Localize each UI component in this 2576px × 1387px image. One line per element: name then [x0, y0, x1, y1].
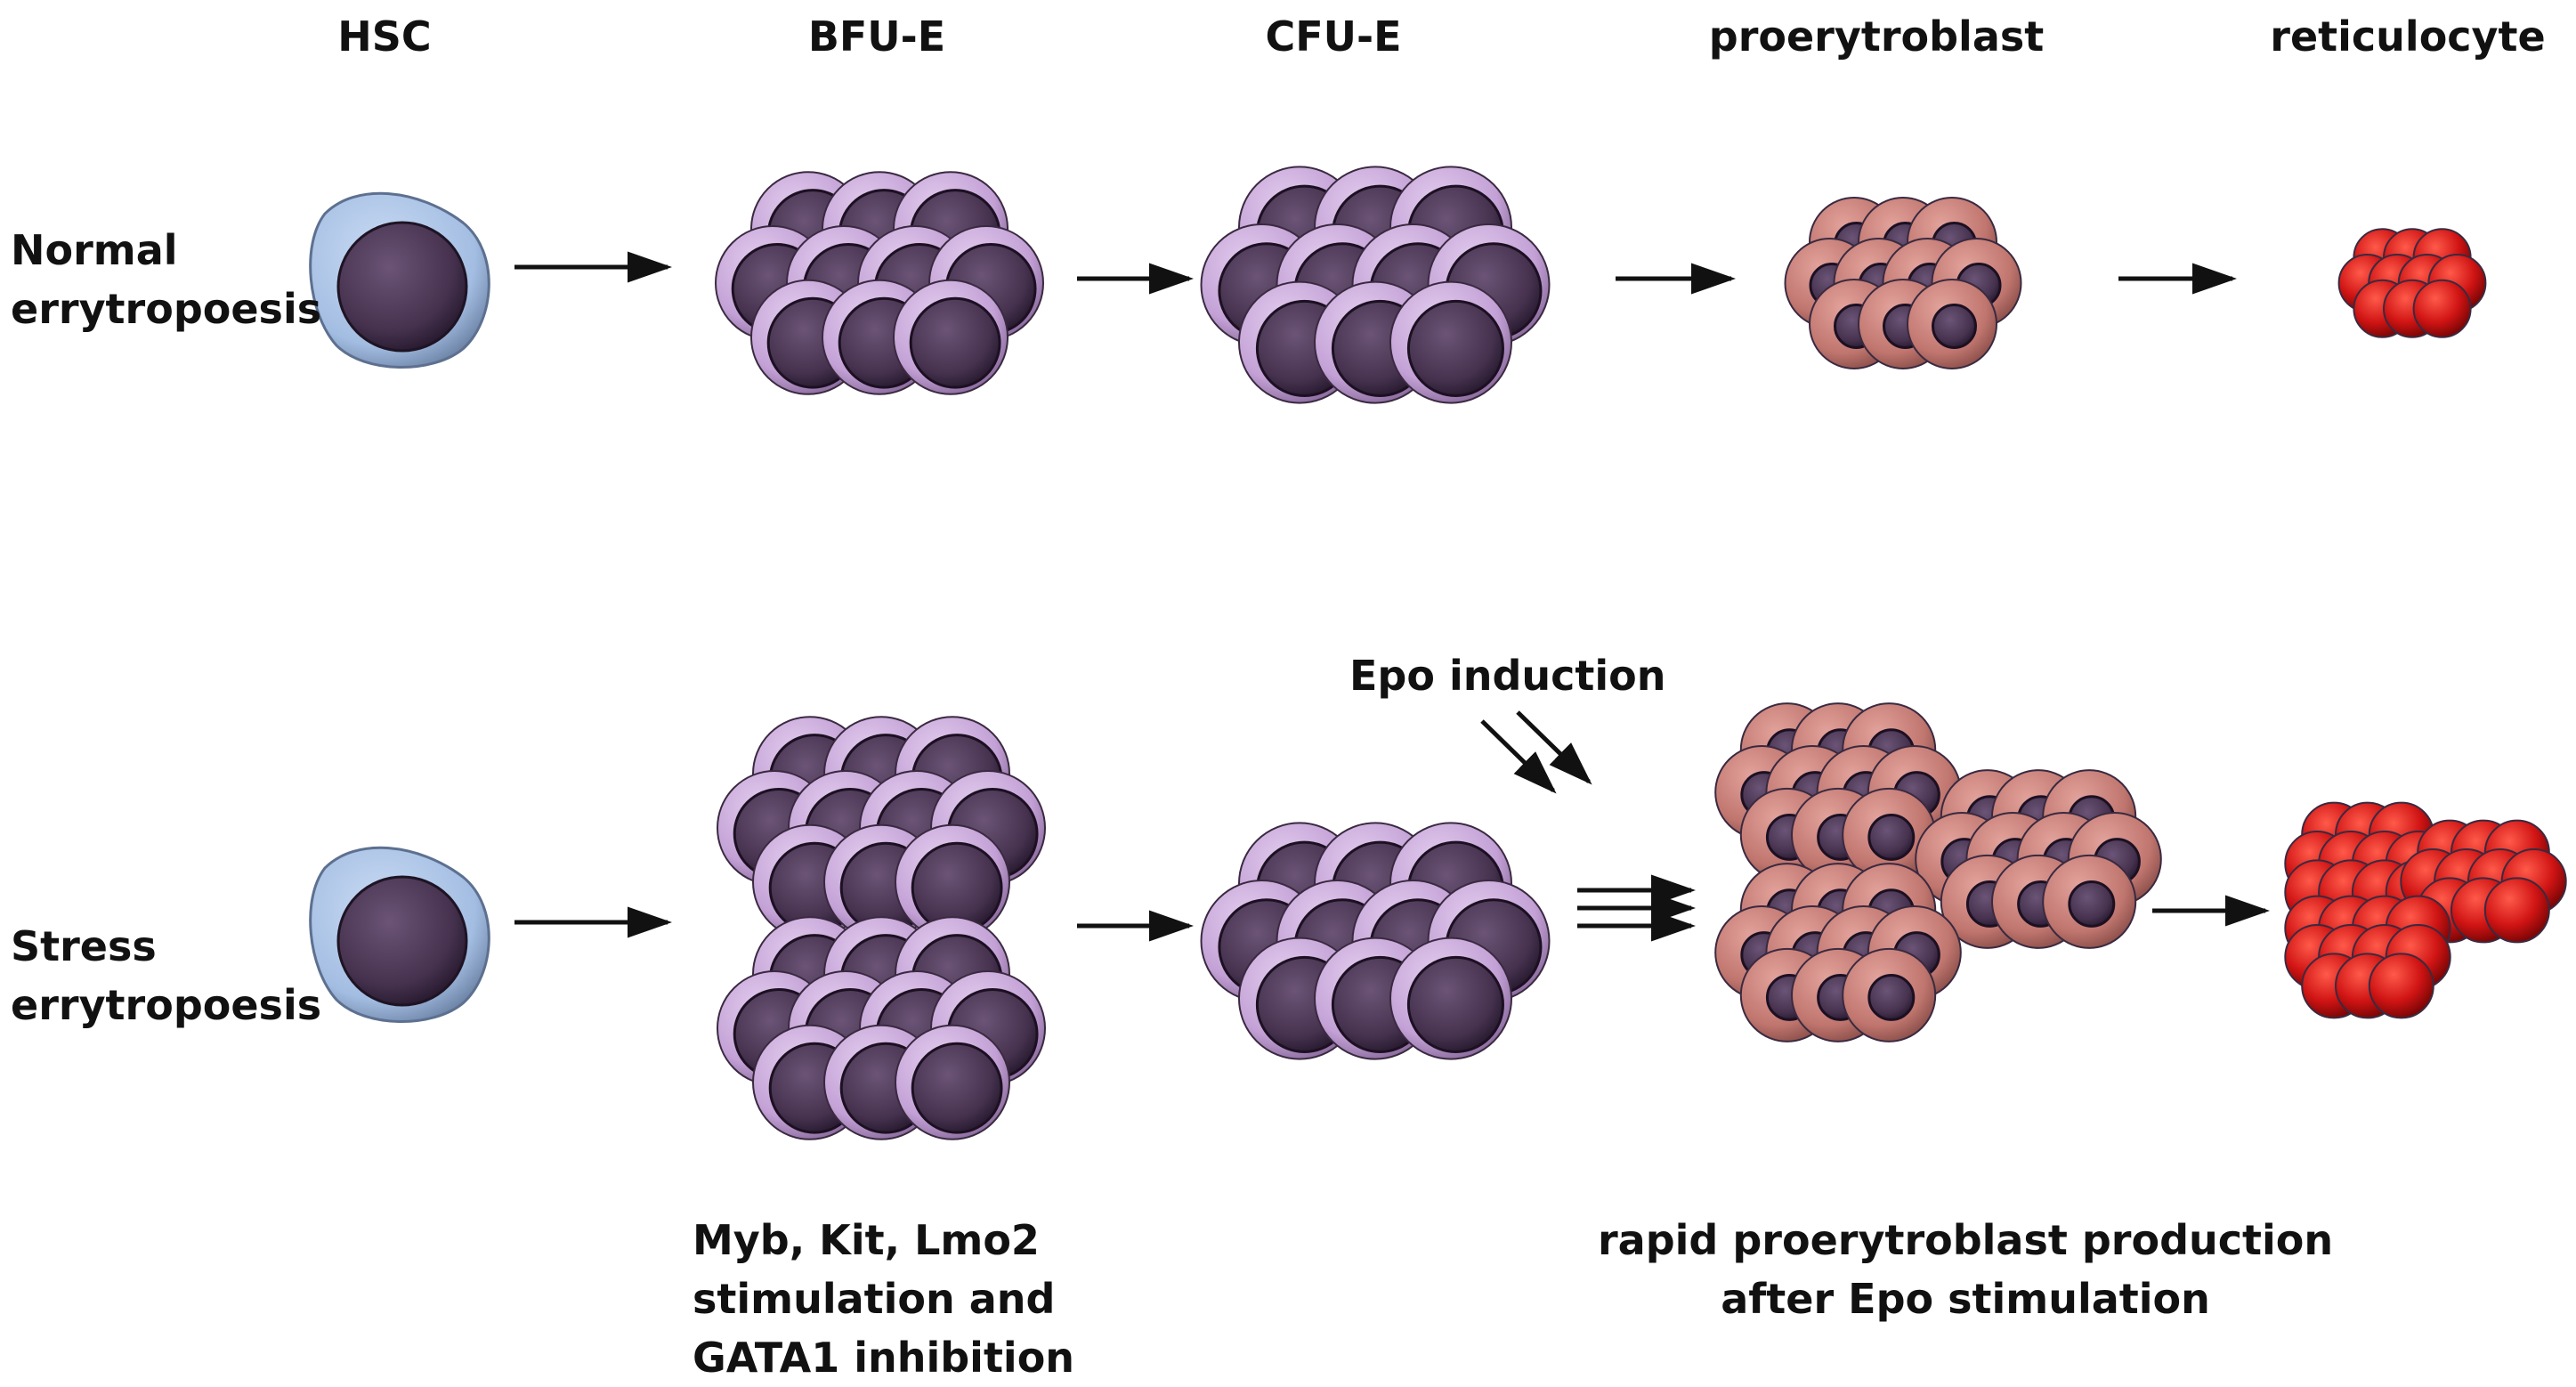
- cfu-e-cluster-normal: [1200, 166, 1551, 404]
- proerythroblast-cell: [1907, 279, 1997, 369]
- pro-note-line2: after Epo stimulation: [1721, 1275, 2210, 1323]
- row-label-stress: Stress errytropoesis: [11, 917, 321, 1034]
- hsc-cell-normal: [309, 191, 490, 369]
- bfu-e-note-line3: GATA1 inhibition: [693, 1334, 1075, 1382]
- reticulocyte-cluster-normal: [2337, 228, 2487, 338]
- proerytroblast-stress-note: rapid proerytroblast production after Ep…: [1598, 1211, 2333, 1328]
- progenitor-cell: [895, 1024, 1010, 1140]
- row-label-normal-line2: errytropoesis: [11, 285, 322, 333]
- proerythroblast-cell: [1842, 947, 1937, 1042]
- header-reticulocyte: reticulocyte: [2270, 12, 2546, 61]
- progenitor-cell: [893, 279, 1009, 395]
- reticulocyte-cell: [2368, 953, 2434, 1019]
- bfu-e-note-line1: Myb, Kit, Lmo2: [693, 1216, 1040, 1264]
- row-label-stress-line1: Stress: [11, 922, 157, 970]
- arrow-epo-2: [1516, 710, 1592, 785]
- proerythroblast-cluster-stress: [1714, 702, 2162, 1042]
- bfu-e-note-line2: stimulation and: [693, 1275, 1056, 1323]
- header-cfu-e: CFU-E: [1265, 12, 1402, 61]
- progenitor-cell: [1389, 937, 1512, 1060]
- proerythroblast-cell: [1842, 787, 1937, 882]
- bfu-e-cluster-stress: [717, 716, 1046, 1140]
- pro-note-line1: rapid proerytroblast production: [1598, 1216, 2334, 1264]
- cfu-e-cluster-stress: [1200, 822, 1551, 1060]
- header-bfu-e: BFU-E: [807, 12, 946, 61]
- header-proerytroblast: proerytroblast: [1708, 12, 2045, 61]
- arrow-epo-1: [1480, 719, 1557, 794]
- reticulocyte-cell: [2483, 877, 2550, 944]
- cell-clusters: [715, 166, 2567, 1140]
- bfu-e-cluster-normal: [715, 171, 1044, 395]
- header-hsc: HSC: [337, 12, 432, 61]
- epo-induction-label: Epo induction: [1349, 652, 1666, 700]
- bfu-e-stress-note: Myb, Kit, Lmo2 stimulation and GATA1 inh…: [693, 1211, 1074, 1387]
- progenitor-cell: [1389, 280, 1512, 404]
- reticulocyte-cell: [2412, 279, 2472, 338]
- proerythroblast-cluster-normal: [1784, 197, 2022, 369]
- proerythroblast-cell: [2042, 854, 2137, 949]
- reticulocyte-cluster-stress: [2284, 801, 2567, 1019]
- hsc-cell-stress: [309, 846, 490, 1023]
- row-label-normal: Normal errytropoesis: [11, 221, 321, 338]
- row-label-stress-line2: errytropoesis: [11, 981, 322, 1029]
- row-label-normal-line1: Normal: [11, 226, 178, 274]
